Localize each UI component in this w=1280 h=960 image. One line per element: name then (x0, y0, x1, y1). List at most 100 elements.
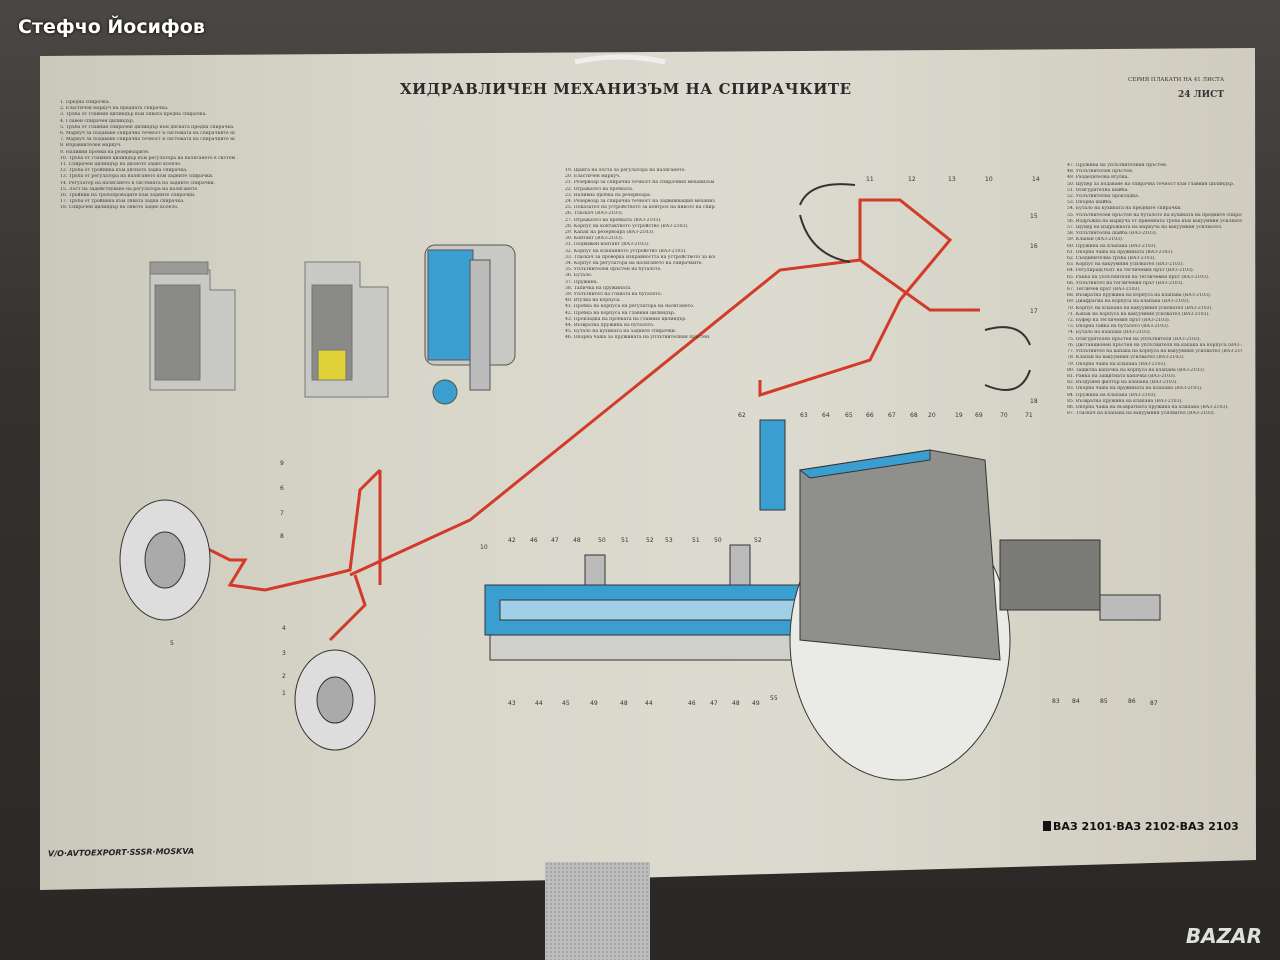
legend-item: 33. Тласкач за проверка изправността на … (565, 254, 715, 260)
part-number: 44 (645, 700, 653, 707)
pressure-regulator-cutaway (424, 244, 516, 405)
legend-item: 13. Тръба от регулатора на налягането къ… (60, 174, 214, 180)
legend-item: 64. Регулиращ болт на тегличевия прът (В… (1067, 268, 1195, 274)
legend-item: 54. Бутало на кухината на предните спира… (1067, 206, 1182, 212)
vacuum-booster (759, 419, 1161, 781)
part-number: 86 (1128, 698, 1136, 705)
legend-item: 47. Пружина на уплътнителния пръстен. (1067, 163, 1168, 168)
legend-item: 35. Уплътнителен пръстен на буталото. (565, 267, 662, 273)
legend-item: 55. Уплътнителен пръстен на буталото на … (1067, 212, 1242, 218)
part-number: 46 (530, 537, 538, 544)
legend-item: 27. Отражател на пробката (ВАЗ-2103). (565, 217, 662, 223)
part-number: 14 (1032, 176, 1040, 183)
part-number: 16 (1030, 243, 1038, 250)
part-number: 62 (738, 412, 746, 419)
legend-item: 32. Корпус на клапанното устройство (ВАЗ… (565, 248, 687, 254)
part-number: 85 (1100, 698, 1108, 705)
part-number: 11 (866, 176, 874, 183)
part-number: 87 (1150, 700, 1158, 707)
legend-item: 4. Главен спирачен цилиндър. (60, 118, 135, 124)
legend-item: 60. Пружина на клапана (ВАЗ-2103). (1067, 243, 1157, 249)
master-cylinder (484, 544, 811, 661)
part-number: 48 (732, 700, 740, 707)
legend-item: 56. Издръжка на маркуча от приемната тръ… (1067, 218, 1242, 224)
legend-item: 31. Подвижен контакт (ВАЗ-2103). (565, 242, 650, 248)
part-number: 70 (1000, 412, 1008, 419)
legend-item: 79. Опорна чаша на клапана (ВАЗ-2103). (1067, 361, 1167, 367)
car-models: ВАЗ 2101·ВАЗ 2102·ВАЗ 2103 (1043, 820, 1239, 833)
part-number: 83 (1052, 698, 1060, 705)
legend-item: 11. Спирачен цилиндър на дясното задно к… (60, 162, 182, 168)
part-number: 15 (1030, 213, 1038, 220)
part-number: 17 (1030, 308, 1038, 315)
part-number: 13 (948, 176, 956, 183)
part-number: 44 (535, 700, 543, 707)
part-number: 45 (562, 700, 570, 707)
legend-item: 75. Осигурителен пръстен на уплътнителя … (1067, 336, 1202, 342)
poster-series: СЕРИЯ ПЛАКАТИ НА 41 ЛИСТА (1128, 77, 1224, 83)
legend-item: 39. Уплътнител на главата на буталото. (565, 292, 663, 298)
part-number: 52 (754, 537, 762, 544)
part-number: 18 (1030, 398, 1038, 405)
legend-item: 18. Спирачен цилиндър на лявото задно ко… (60, 205, 179, 211)
legend-item: 23. Наливна пробка на резервоара. (565, 192, 652, 198)
part-number: 10 (480, 544, 488, 551)
part-number: 1 (282, 690, 286, 697)
legend-item: 3. Тръба от главния цилиндър към лявата … (60, 112, 207, 118)
part-number: 65 (845, 412, 853, 419)
legend-item: 74. Бутало на клапана (ВАЗ-2103). (1067, 330, 1152, 336)
poster-title: ХИДРАВЛИЧЕН МЕХАНИЗЪМ НА СПИРАЧКИТЕ (400, 80, 852, 98)
part-number: 19 (955, 412, 963, 419)
brake-lines (189, 198, 980, 642)
legend-item: 44. Възвратна пружина на буталото. (565, 323, 655, 329)
site-logo: BAZAR (1185, 924, 1262, 948)
legend-item: 57. Щуцер на издръжката на маркуча на ва… (1067, 225, 1223, 231)
legend-item: 16. Тройник на тръбопроводите към заднит… (60, 193, 196, 199)
legend-item: 24. Резервоар за спирачна течност на зад… (565, 199, 715, 205)
part-number: 43 (508, 700, 516, 707)
legend-item: 72. Буфер на тегличевия прът (ВАЗ-2103). (1067, 318, 1171, 324)
part-number: 3 (282, 650, 286, 657)
part-number: 52 (646, 537, 654, 544)
legend-item: 66. Уплътнител на тегличевия прът (ВАЗ-2… (1067, 280, 1184, 286)
legend-item: 28. Корпус на контактното устройство (ВА… (565, 223, 689, 229)
legend-left: 1. Предна спирачка.2. Еластичен маркуч н… (60, 100, 235, 212)
legend-item: 34. Корпус на регулатора на налягането н… (565, 261, 703, 267)
part-number: 49 (752, 700, 760, 707)
legend-item: 61. Опорна чаша на пружината (ВАЗ-2103). (1067, 249, 1174, 255)
legend-item: 76. Дистанционен пръстен на уплътнителя … (1067, 342, 1242, 348)
legend-item: 25. Показател на устройството за контрол… (565, 205, 715, 211)
legend-item: 49. Разделителна втулка. (1067, 175, 1129, 181)
legend-item: 14. Регулатор на налягането в системата … (60, 180, 216, 186)
legend-item: 9. Наливни пробки на резервоарите. (60, 149, 150, 155)
part-number: 46 (688, 700, 696, 707)
part-number: 71 (1025, 412, 1033, 419)
reservoir-cutaway-2 (304, 261, 389, 398)
legend-item: 5. Тръба от главния спирачен цилиндър къ… (60, 124, 235, 130)
part-number: 69 (975, 412, 983, 419)
part-number: 64 (822, 412, 830, 419)
legend-item: 73. Опорна гайка на буталото (ВАЗ-2103). (1067, 324, 1170, 330)
legend-item: 36. Бутало. (565, 273, 593, 279)
front-brake-discs (119, 499, 376, 751)
legend-item: 46. Опорна чаша за пружината на уплътнит… (565, 335, 711, 341)
part-number: 68 (910, 412, 918, 419)
legend-item: 22. Отражател на пробката. (565, 186, 634, 192)
legend-item: 42. Пробка на корпуса на главния цилиндъ… (565, 310, 676, 316)
part-number: 51 (621, 537, 629, 544)
legend-item: 19. Щанга на лоста за регулатора на наля… (565, 168, 686, 173)
part-number: 50 (714, 537, 722, 544)
part-number: 2 (282, 673, 286, 680)
legend-item: 68. Възвратна пружина на корпуса на клап… (1067, 293, 1212, 299)
part-number: 8 (280, 533, 284, 540)
part-number: 49 (590, 700, 598, 707)
legend-item: 86. Опорна чаша на възвратната пружина н… (1067, 404, 1229, 410)
legend-item: 82. Въздушен филтър на клапана (ВАЗ-2103… (1067, 380, 1178, 386)
legend-item: 48. Уплътнителен пръстен. (1067, 169, 1134, 175)
legend-item: 6. Маркуч за подаване спирачна течност в… (60, 131, 235, 137)
part-number: 48 (620, 700, 628, 707)
legend-middle: 19. Щанга на лоста за регулатора на наля… (565, 168, 715, 342)
legend-item: 84. Пружина на клапана (ВАЗ-2103). (1067, 392, 1157, 398)
